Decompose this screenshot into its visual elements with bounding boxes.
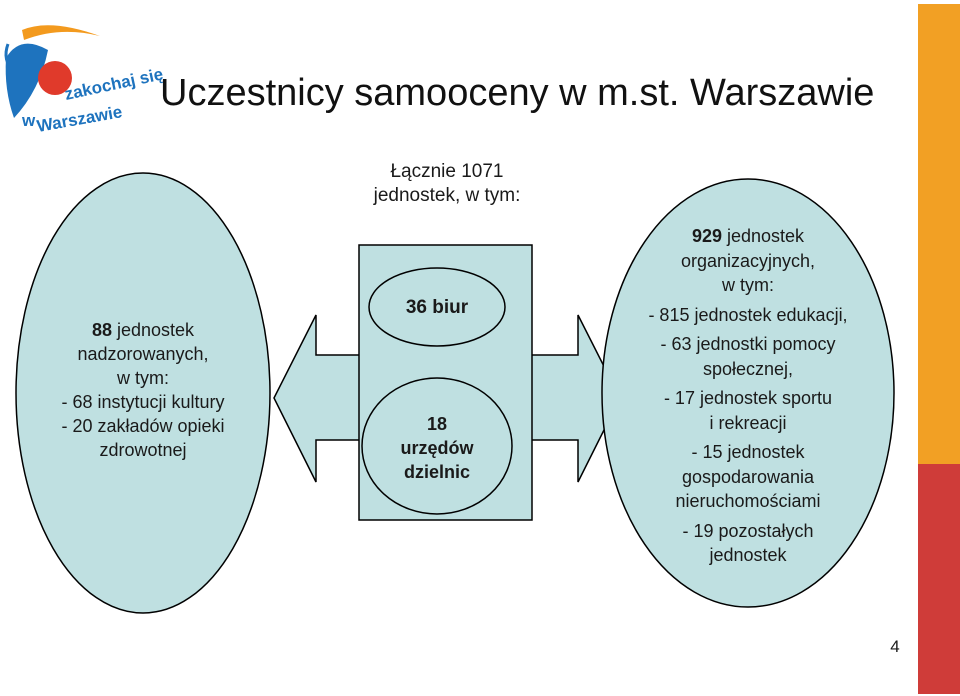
urzedy-line-2: dzielnic	[403, 462, 470, 482]
logo-blue-shape	[5, 43, 48, 118]
page-number: 4	[890, 637, 900, 656]
logo-text-line1: zakochaj się	[63, 65, 165, 104]
accent-bar-orange	[918, 4, 960, 464]
biura-ellipse	[368, 267, 506, 347]
urzedy-line-1: urzędów	[400, 438, 474, 458]
right-line-10: nieruchomościami	[675, 491, 821, 511]
logo-red-apple	[38, 61, 72, 95]
totals-label: Łącznie 1071 jednostek, w tym:	[342, 160, 552, 208]
right-line-6: - 17 jednostek sportu	[663, 388, 833, 408]
totals-line2: jednostek, w tym:	[373, 185, 521, 206]
urzedy-line-0: 18	[426, 414, 448, 434]
totals-line1: Łącznie 1071	[390, 161, 504, 182]
right-line-5: społecznej,	[702, 358, 794, 379]
logo-text-line3: Warszawie	[35, 102, 123, 136]
logo-text-line2: w	[21, 111, 36, 130]
accent-bar-red	[918, 464, 960, 694]
left-line-5: zdrowotnej	[99, 440, 187, 460]
urzedy-label: 18 urzędów dzielnic	[380, 412, 494, 484]
left-line-3: - 68 instytucji kultury	[61, 392, 225, 412]
right-line-11: - 19 pozostałych	[682, 520, 814, 541]
logo: zakochaj się w Warszawie	[4, 25, 165, 136]
right-ellipse-text: 929 jednostek organizacyjnych, w tym: - …	[608, 224, 888, 568]
logo-orange-swoosh	[22, 25, 100, 40]
page-title: Uczestnicy samooceny w m.st. Warszawie	[160, 72, 875, 114]
logo-blue-curl	[4, 43, 16, 74]
right-line-1: organizacyjnych,	[680, 250, 816, 271]
biura-label: 36 biur	[405, 297, 469, 318]
right-count: 929	[691, 226, 722, 246]
right-line-0: jednostek	[727, 226, 805, 246]
right-line-2: w tym:	[722, 275, 774, 295]
right-line-12: jednostek	[709, 545, 787, 565]
right-line-8: - 15 jednostek	[691, 442, 805, 462]
left-line-2: w tym:	[117, 368, 169, 388]
left-count: 88	[91, 320, 112, 340]
right-line-4: - 63 jednostki pomocy	[660, 334, 836, 354]
left-line-4: - 20 zakładów opieki	[61, 416, 225, 436]
left-line-1: nadzorowanych,	[77, 344, 209, 364]
right-ellipse	[601, 178, 895, 608]
urzedy-ellipse	[361, 377, 513, 515]
right-line-3: - 815 jednostek edukacji,	[648, 304, 848, 325]
left-ellipse-text: 88 jednostek nadzorowanych, w tym: - 68 …	[30, 318, 256, 462]
right-line-7: i rekreacji	[709, 412, 787, 433]
left-ellipse	[15, 172, 271, 614]
left-line-0: jednostek	[116, 320, 195, 340]
right-line-9: gospodarowania	[681, 466, 815, 487]
